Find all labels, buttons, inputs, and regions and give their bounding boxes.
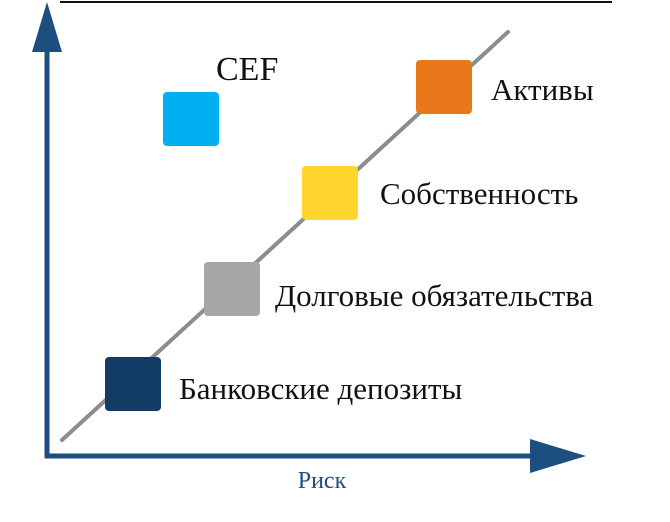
property-label: Собственность — [380, 176, 578, 211]
y-axis-arrow — [32, 2, 62, 52]
assets-label: Активы — [491, 72, 594, 107]
bank-deposits-square — [105, 357, 161, 411]
debt-square — [204, 262, 260, 316]
bank-deposits-label: Банковские депозиты — [179, 371, 463, 406]
x-axis-label: Риск — [298, 468, 347, 494]
cef-label: CEF — [216, 51, 278, 88]
debt-label: Долговые обязательства — [275, 278, 594, 313]
property-square — [302, 166, 358, 220]
x-axis-arrow — [530, 439, 586, 473]
cef-square — [163, 92, 219, 146]
assets-square — [416, 60, 472, 114]
